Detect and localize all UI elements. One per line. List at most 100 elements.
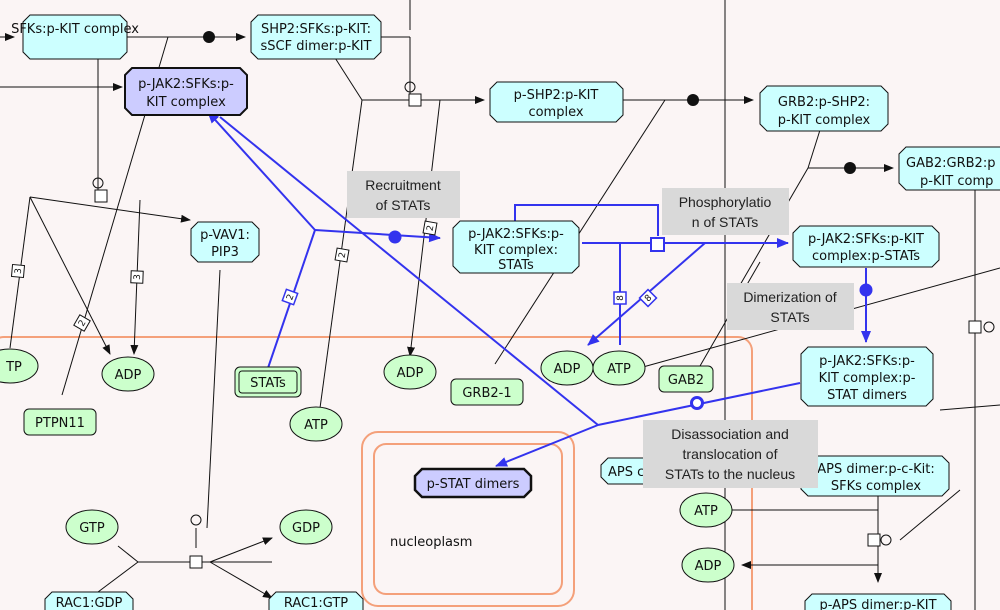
stoichiometry-s8b: 8: [638, 288, 658, 308]
node-ptpn11[interactable]: PTPN11: [23, 408, 97, 436]
svg-text:p-JAK2:SFKs:p-: p-JAK2:SFKs:p-: [468, 227, 564, 242]
node-pjak2-pstat-dimers[interactable]: p-JAK2:SFKs:p- KIT complex:p- STAT dimer…: [800, 346, 934, 407]
svg-text:RAC1:GDP: RAC1:GDP: [56, 596, 123, 610]
svg-text:8: 8: [616, 295, 626, 301]
svg-text:ADP: ADP: [695, 559, 722, 574]
svg-text:ATP: ATP: [694, 504, 718, 519]
node-atp-left[interactable]: TP: [0, 348, 39, 384]
svg-text:p-JAK2:SFKs:p-: p-JAK2:SFKs:p-: [138, 77, 234, 92]
node-pjak2-sfks-pkit[interactable]: p-JAK2:SFKs:p- KIT complex: [124, 67, 248, 116]
svg-text:GDP: GDP: [292, 521, 320, 536]
svg-text:APS dimer:p-c-Kit:: APS dimer:p-c-Kit:: [817, 462, 935, 477]
blue-dot-recruitment: [388, 230, 402, 244]
node-grb2-1[interactable]: GRB2-1: [450, 378, 524, 406]
label-dimerization: Dimerization of STATs: [727, 283, 854, 330]
svg-text:p-STAT dimers: p-STAT dimers: [427, 477, 520, 492]
svg-text:TP: TP: [5, 360, 22, 375]
label-phosphorylation: Phosphorylatio n of STATs: [662, 188, 789, 235]
node-atp-2[interactable]: ATP: [592, 350, 646, 386]
blue-dot-dimerization: [859, 283, 873, 297]
svg-text:Recruitment: Recruitment: [365, 177, 441, 193]
stoichiometry-s3a: 3: [10, 263, 26, 279]
svg-text:STATs: STATs: [250, 376, 286, 391]
svg-text:2: 2: [77, 319, 89, 329]
node-pvav1-pip3[interactable]: p-VAV1: PIP3: [190, 221, 260, 263]
svg-text:p-VAV1:: p-VAV1:: [200, 228, 250, 243]
nucleoplasm-label: nucleoplasm: [390, 535, 472, 550]
svg-text:PIP3: PIP3: [211, 245, 239, 260]
svg-text:GAB2: GAB2: [668, 373, 704, 388]
node-adp-4[interactable]: ADP: [681, 547, 735, 583]
node-atp-1[interactable]: ATP: [289, 406, 343, 442]
node-stats-set[interactable]: STATs: [234, 366, 302, 398]
svg-text:complex:p-STATs: complex:p-STATs: [812, 249, 920, 264]
svg-text:STATs: STATs: [498, 258, 534, 273]
svg-text:8: 8: [643, 293, 654, 304]
node-shp2-complex[interactable]: SHP2:SFKs:p-KIT: sSCF dimer:p-KIT: [250, 14, 382, 60]
svg-text:sSCF dimer:p-KIT: sSCF dimer:p-KIT: [261, 39, 372, 54]
node-gab2[interactable]: GAB2: [658, 365, 714, 393]
node-aps-dimer-complex[interactable]: APS dimer:p-c-Kit: SFKs complex: [800, 455, 950, 497]
svg-text:KIT complex: KIT complex: [146, 95, 226, 110]
stoichiometry-s2d: 2: [422, 220, 438, 236]
svg-text:of STATs: of STATs: [376, 197, 431, 213]
node-gdp[interactable]: GDP: [279, 509, 333, 545]
svg-text:KIT complex:p-: KIT complex:p-: [819, 371, 916, 386]
svg-text:PTPN11: PTPN11: [35, 416, 85, 431]
black-dot-3: [844, 162, 856, 174]
svg-text:p-KIT comp: p-KIT comp: [920, 174, 993, 189]
svg-text:p-APS dimer:p-KIT: p-APS dimer:p-KIT: [819, 598, 936, 610]
node-pjak2-pstats[interactable]: p-JAK2:SFKs:p-KIT complex:p-STATs: [792, 225, 940, 268]
svg-text:SFKs:p-KIT complex: SFKs:p-KIT complex: [11, 22, 139, 37]
black-dot-1: [203, 31, 215, 43]
svg-text:Phosphorylatio: Phosphorylatio: [679, 194, 772, 210]
label-recruitment: Recruitment of STATs: [347, 171, 460, 218]
nucleus-compartment-inner: [373, 443, 563, 595]
svg-text:2: 2: [426, 224, 437, 231]
svg-text:GAB2:GRB2:p: GAB2:GRB2:p: [906, 156, 995, 171]
svg-text:ADP: ADP: [554, 362, 581, 377]
svg-text:p-KIT complex: p-KIT complex: [778, 113, 871, 128]
black-dot-2: [687, 94, 699, 106]
node-rac1-gtp[interactable]: RAC1:GTP: [268, 591, 364, 610]
svg-text:2: 2: [285, 293, 296, 302]
svg-text:ADP: ADP: [115, 368, 142, 383]
svg-text:complex: complex: [528, 105, 583, 120]
stoichiometry-s2b: 2: [281, 288, 299, 306]
svg-text:3: 3: [14, 268, 24, 275]
node-rac1-gdp[interactable]: RAC1:GDP: [44, 591, 134, 610]
svg-text:STATs to the nucleus: STATs to the nucleus: [665, 466, 795, 482]
svg-text:STAT dimers: STAT dimers: [827, 388, 907, 403]
node-sfks-pkit[interactable]: SFKs:p-KIT complex: [11, 14, 139, 60]
blue-ring-translocation: [690, 396, 704, 410]
svg-text:SFKs complex: SFKs complex: [831, 479, 922, 494]
svg-text:ADP: ADP: [397, 366, 424, 381]
svg-text:GTP: GTP: [79, 521, 105, 536]
svg-text:KIT complex:: KIT complex:: [474, 243, 558, 258]
svg-text:ATP: ATP: [607, 362, 631, 377]
stoichiometry-s8a: 8: [613, 291, 627, 305]
svg-text:2: 2: [338, 251, 349, 258]
svg-text:Dimerization of: Dimerization of: [743, 289, 836, 305]
stoichiometry-s3b: 3: [130, 270, 144, 284]
node-adp-2[interactable]: ADP: [383, 354, 437, 390]
svg-text:n of STATs: n of STATs: [692, 214, 758, 230]
node-pstat-dimers[interactable]: p-STAT dimers: [413, 467, 533, 499]
svg-text:p-JAK2:SFKs:p-: p-JAK2:SFKs:p-: [819, 354, 915, 369]
node-adp-1[interactable]: ADP: [101, 356, 155, 392]
node-aps-small[interactable]: APS c: [600, 457, 651, 485]
svg-text:GRB2-1: GRB2-1: [462, 386, 511, 401]
node-aps-bottom[interactable]: p-APS dimer:p-KIT: [804, 593, 952, 610]
svg-text:3: 3: [133, 274, 143, 280]
svg-text:p-SHP2:p-KIT: p-SHP2:p-KIT: [514, 88, 599, 103]
node-gtp[interactable]: GTP: [65, 509, 119, 545]
node-pjak2-sfks-stats[interactable]: p-JAK2:SFKs:p- KIT complex: STATs: [452, 220, 580, 274]
node-grb2-pshp2[interactable]: GRB2:p-SHP2: p-KIT complex: [759, 85, 889, 132]
node-pshp2-pkit[interactable]: p-SHP2:p-KIT complex: [489, 81, 624, 123]
node-atp-3[interactable]: ATP: [679, 492, 733, 528]
svg-text:translocation of: translocation of: [683, 446, 778, 462]
node-adp-3[interactable]: ADP: [540, 350, 594, 386]
label-dissociation: Disassociation and translocation of STAT…: [643, 420, 818, 488]
node-gab2-grb2[interactable]: GAB2:GRB2:p p-KIT comp: [898, 146, 1000, 191]
